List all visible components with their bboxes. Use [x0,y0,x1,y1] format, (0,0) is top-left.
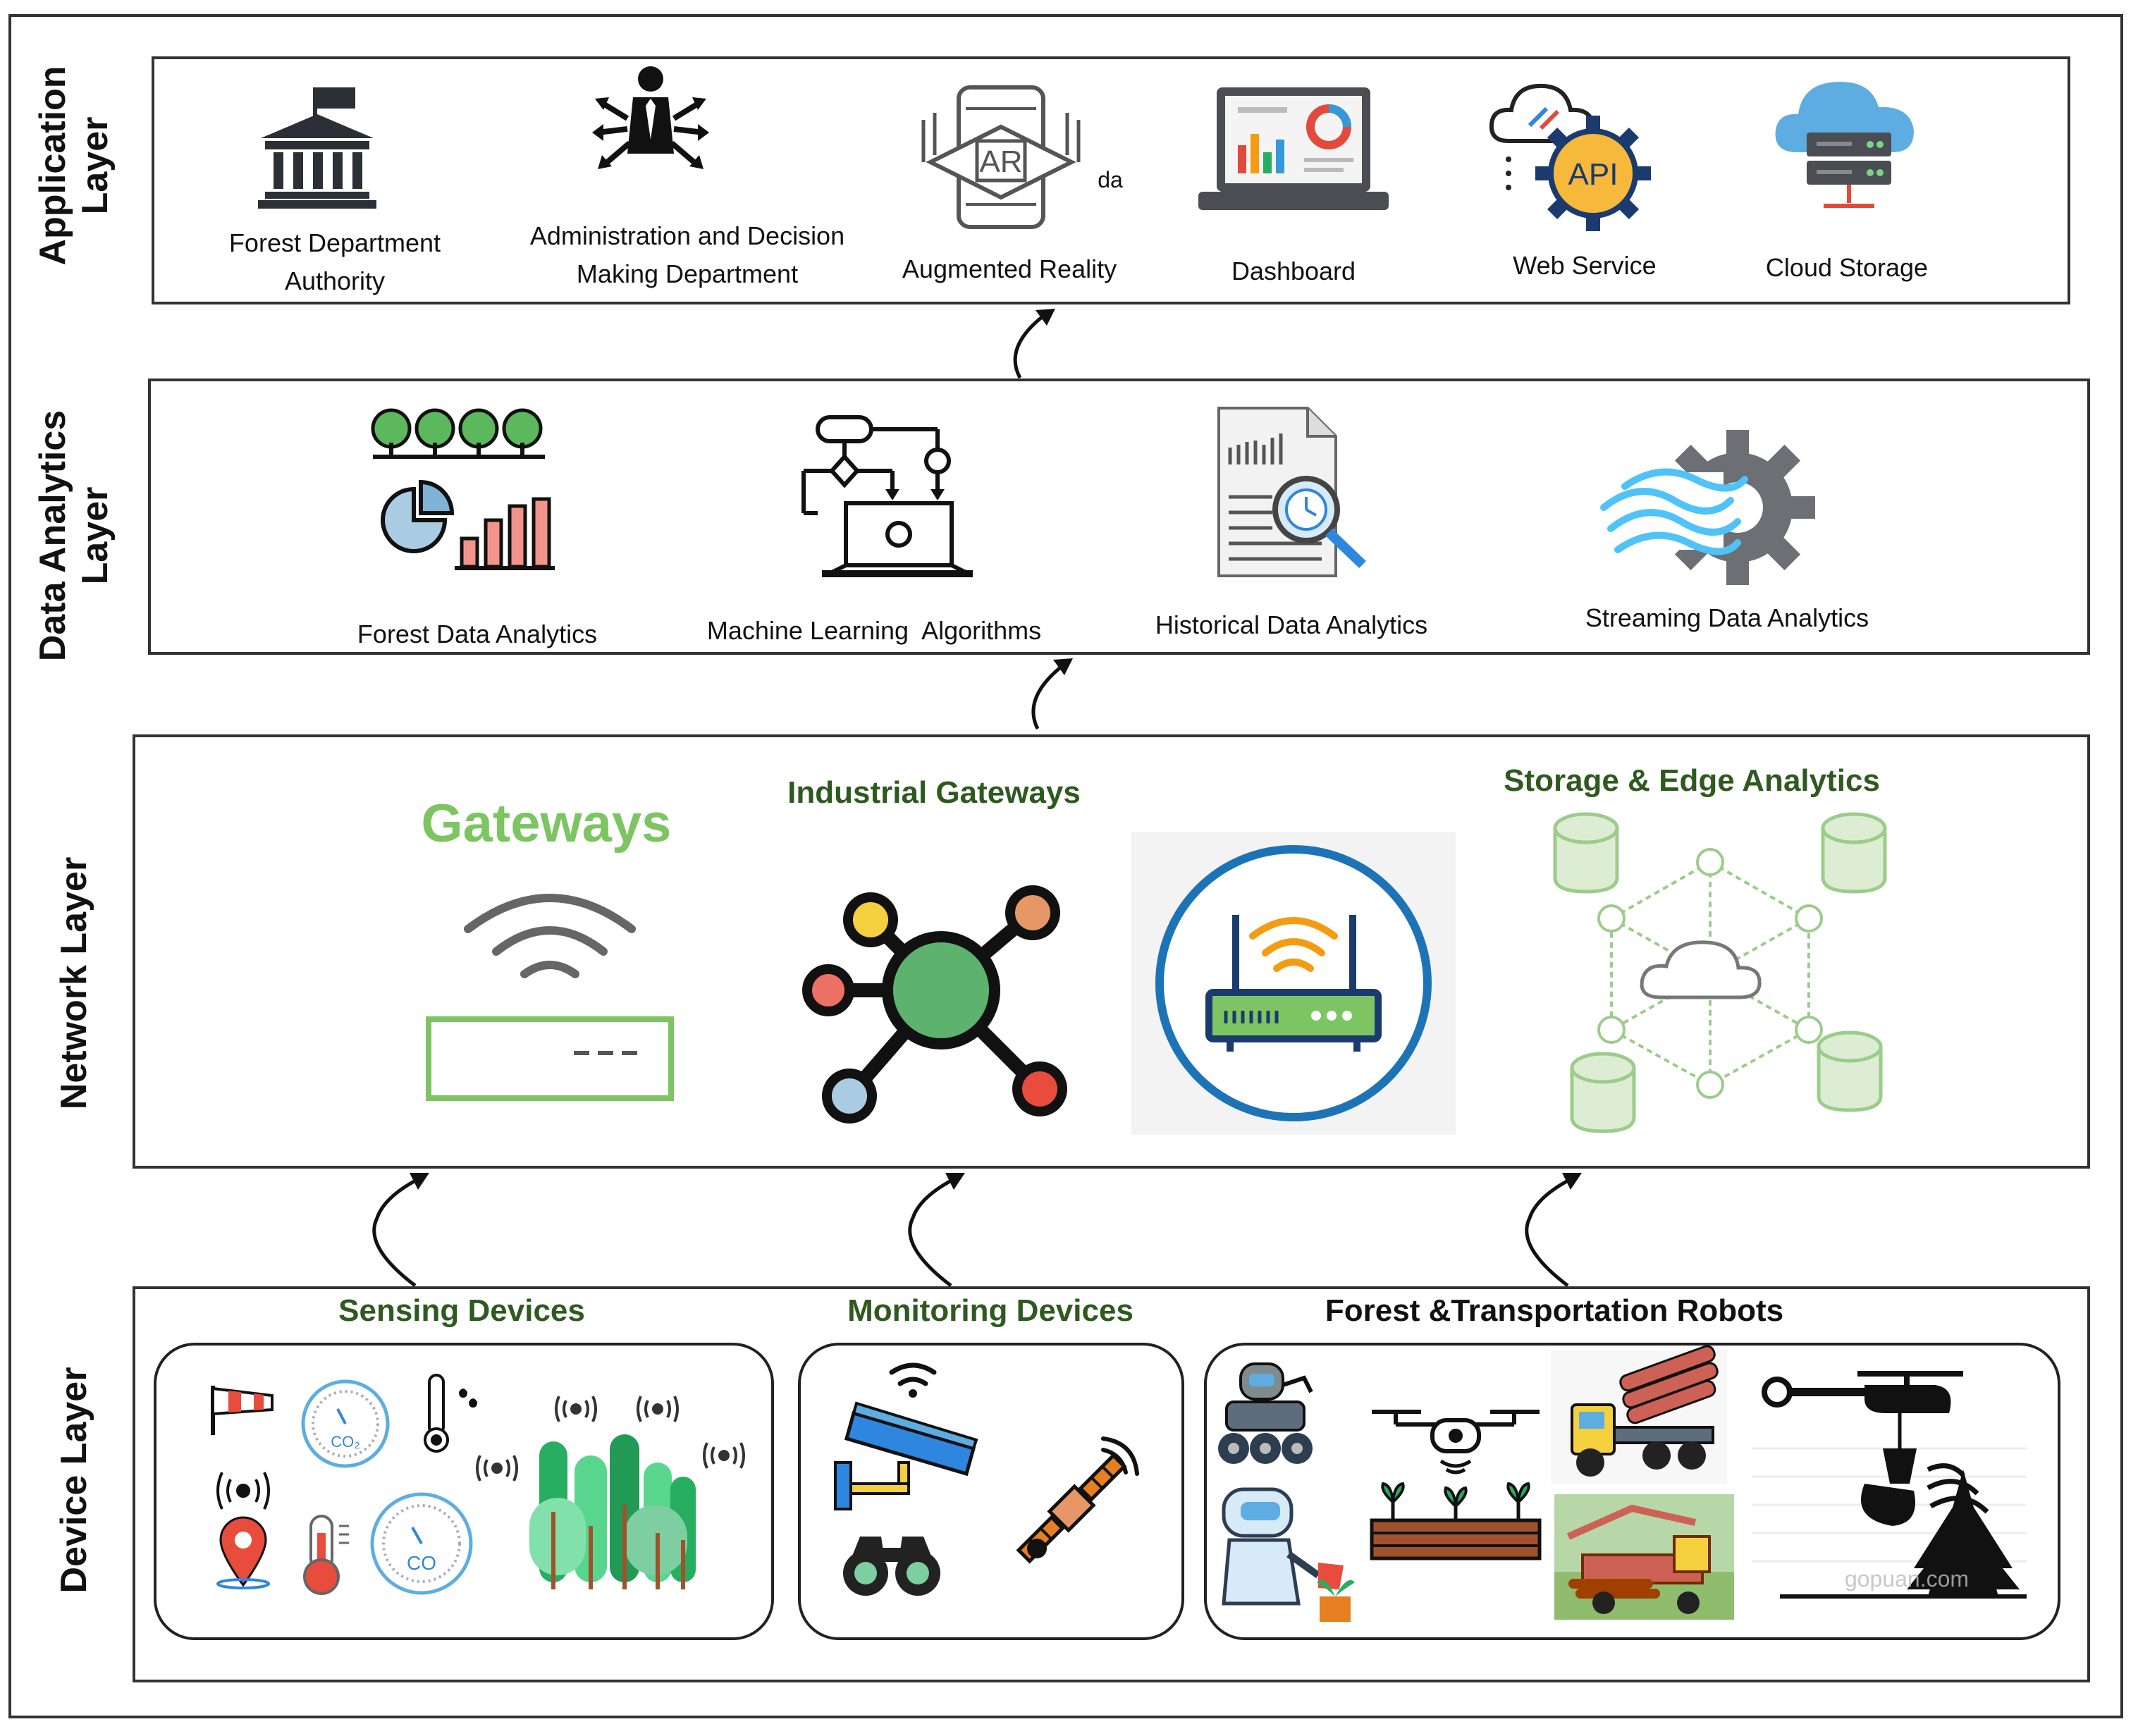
api-gear-icon: API [1489,83,1651,231]
arrow-to-analytics [1031,658,1073,730]
temperature-icon [303,1515,349,1595]
co2-label: CO₂ [331,1433,360,1451]
analytics-label-ml: Machine Learning Algorithms [706,616,1042,645]
robot-rover-icon [1218,1362,1313,1464]
layer-label-application: Application Layer [32,66,116,266]
analytics-label-streaming: Streaming Data Analytics [1585,603,1869,632]
thermometer-icon [424,1374,477,1453]
layer-label-analytics: Data Analytics Layer [32,410,116,662]
svg-text:AR: AR [979,144,1022,179]
windsock-icon [211,1386,274,1435]
forest-harvester-icon [1554,1494,1734,1620]
app-label-forest-authority: Forest Department Authority [228,228,441,295]
app-label-ar: Augmented Reality [902,254,1117,283]
satellite-icon [1016,1436,1139,1564]
arrow-robots-to-network [1525,1173,1582,1287]
layer-label-network: Network Layer [54,856,94,1110]
ml-flowchart-icon [801,415,973,577]
arrow-sensing-to-network [372,1173,429,1287]
network-title-gateways: Gateways [421,794,672,854]
location-pin-icon [216,1472,270,1589]
diagram-frame [8,14,2123,1718]
streaming-gear-icon [1597,430,1815,585]
device-title-monitoring: Monitoring Devices [847,1293,1133,1328]
decision-maker-icon [592,66,709,169]
router-icon [1131,832,1456,1135]
analytics-label-historical: Historical Data Analytics [1155,610,1428,639]
svg-text:API: API [1568,157,1618,192]
planting-drone-icon [1370,1410,1542,1560]
network-title-storage: Storage & Edge Analytics [1504,763,1880,798]
co-label: CO [407,1552,436,1574]
layer-label-device: Device Layer [54,1367,94,1594]
ar-phone-icon: AR [921,85,1081,229]
network-title-industrial: Industrial Gateways [787,775,1081,810]
forest-sensor-icon [476,1396,745,1589]
wifi-gateway-icon [426,894,674,1101]
app-label-administration: Administration and Decision Making Depar… [529,221,845,288]
app-label-cloud-storage: Cloud Storage [1765,253,1929,282]
laptop-dashboard-icon [1198,87,1389,210]
arrow-to-application [1013,309,1055,379]
binoculars-icon [843,1537,940,1596]
cloud-database-network-icon [1553,812,1887,1133]
co-gauge-icon: CO [370,1492,473,1595]
analytics-label-forest: Forest Data Analytics [357,620,598,648]
device-title-robots: Forest &Transportation Robots [1325,1293,1784,1328]
ar-extra-text: da [1098,167,1123,192]
cloud-server-icon [1775,82,1914,208]
arrow-monitoring-to-network [908,1173,965,1287]
device-title-sensing: Sensing Devices [338,1293,585,1328]
government-building-icon [258,87,376,209]
app-label-dashboard: Dashboard [1231,257,1356,285]
gardening-robot-icon [1222,1487,1355,1622]
cctv-camera-icon [834,1362,978,1510]
app-label-web-service: Web Service [1513,251,1657,280]
hub-network-icon [802,885,1067,1124]
document-search-icon [1217,407,1366,577]
log-truck-icon [1551,1345,1727,1484]
firefighting-helicopter-icon: gopuan.com [1752,1371,2027,1599]
application-layer-box [152,56,2070,304]
watermark-text: gopuan.com [1845,1566,1969,1592]
trees-chart-icon [371,408,555,570]
co2-gauge-icon: CO₂ [301,1379,390,1468]
